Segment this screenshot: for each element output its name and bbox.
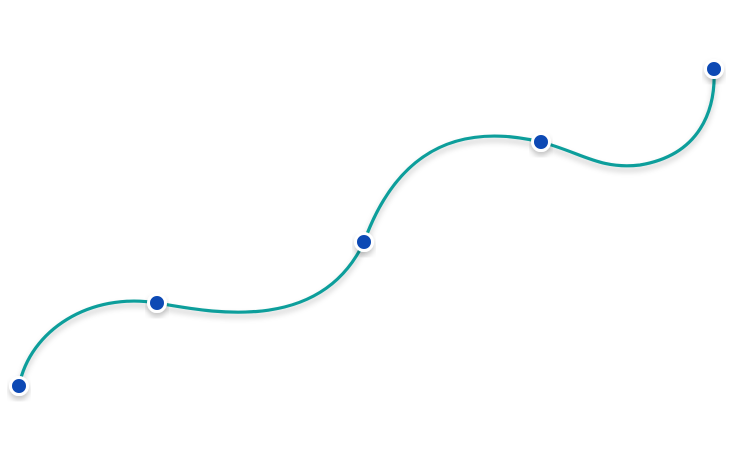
curve-point-4 (531, 132, 551, 152)
curve-point-5 (704, 59, 724, 79)
curve-point-3 (354, 232, 374, 252)
curve-point-2 (147, 293, 167, 313)
wave-curve (17, 67, 716, 388)
curve-point-1 (9, 376, 29, 396)
